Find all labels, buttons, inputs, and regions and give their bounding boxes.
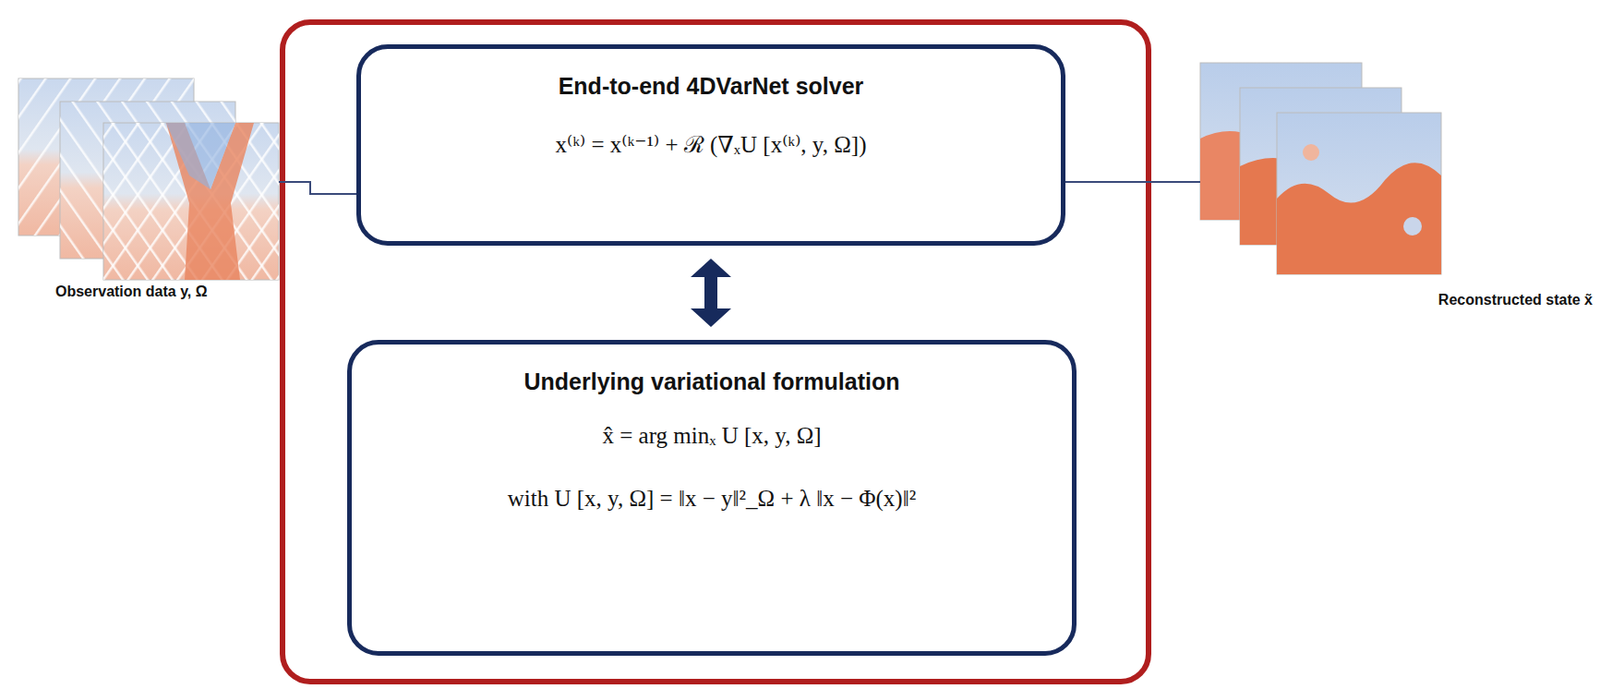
process-box: Underlying variational formulation x̂ = a… [347, 339, 1077, 656]
equation: x⁽ᵏ⁾ = x⁽ᵏ⁻¹⁾ + ℛ (∇ₓU [x⁽ᵏ⁾, y, Ω]) [555, 127, 867, 159]
box-heading: End-to-end 4DVarNet solver [558, 72, 865, 100]
box-heading: Underlying variational formulation [524, 368, 901, 396]
equation: x̂ = arg minₓ U [x, y, Ω] [601, 422, 821, 449]
double-arrow [690, 258, 732, 327]
image-caption: Observation data y, Ω [53, 283, 210, 301]
image-caption: Reconstructed state x̃ [1436, 291, 1595, 309]
process-box: End-to-end 4DVarNet solver x⁽ᵏ⁾ = x⁽ᵏ⁻¹⁾ … [356, 44, 1066, 246]
equation: with U [x, y, Ω] = ‖x − y‖²_Ω + λ ‖x − Φ… [507, 485, 916, 512]
